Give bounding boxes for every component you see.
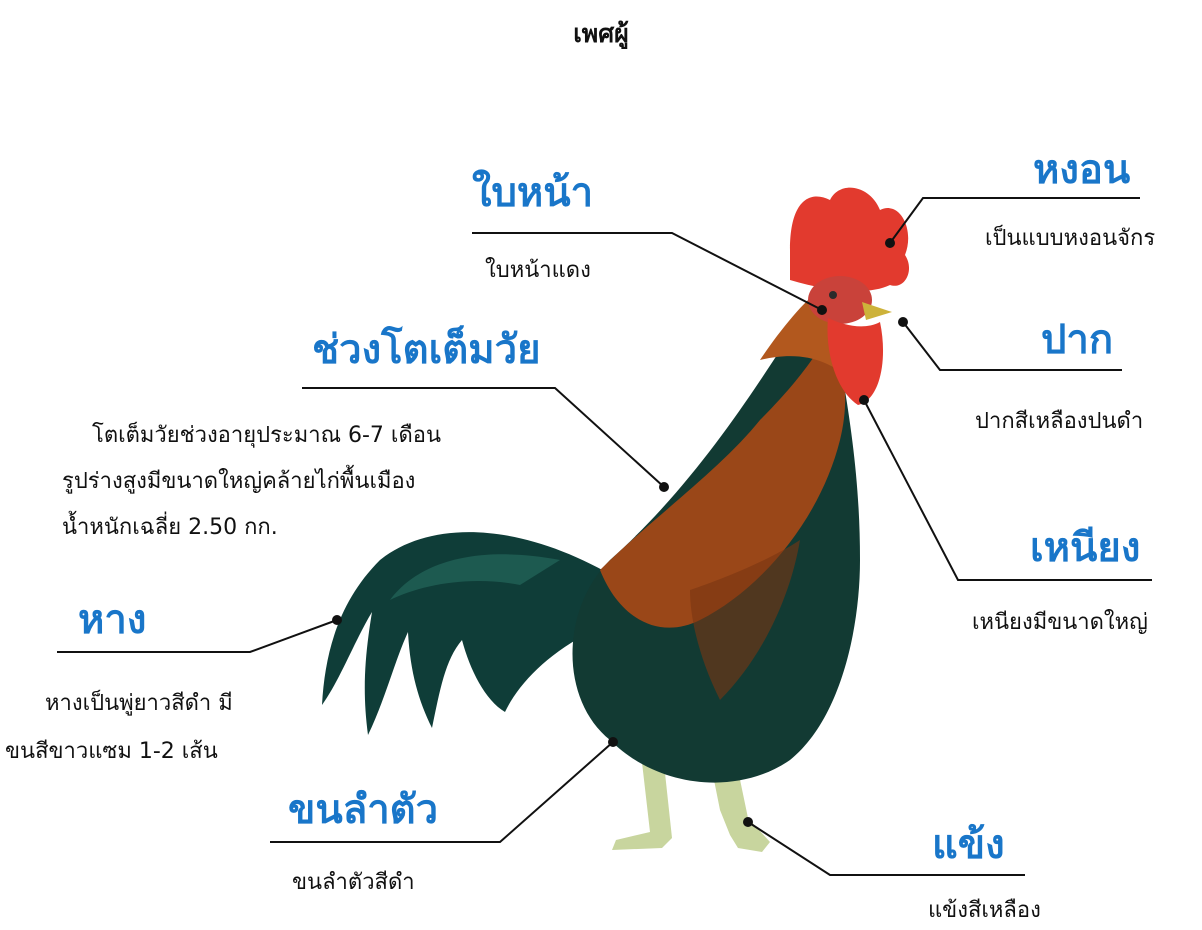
leader-line-tail — [57, 619, 338, 653]
leader-dot-tail — [332, 615, 342, 625]
page-title: เพศผู้ — [573, 19, 629, 48]
rooster-illustration — [322, 187, 910, 852]
leader-dot-body-feathers — [608, 737, 618, 747]
leader-line-beak — [902, 321, 1122, 371]
leader-line-wattle — [863, 399, 1152, 581]
desc-face-line: ใบหน้าแดง — [485, 258, 591, 283]
leader-line-face — [472, 232, 823, 311]
label-tail: หาง — [78, 597, 147, 643]
label-face: ใบหน้า — [472, 170, 594, 216]
rooster-body — [572, 290, 860, 783]
label-maturity: ช่วงโตเต็มวัย — [312, 327, 541, 373]
leader-dot-face — [817, 305, 827, 315]
desc-comb: เป็นแบบหงอนจักร — [985, 222, 1155, 256]
leader-line-body-feathers — [270, 741, 614, 843]
label-body-feathers: ขนลำตัว — [288, 787, 439, 833]
desc-maturity-line-2: รูปร่างสูงมีขนาดใหญ่คล้ายไก่พื้นเมือง — [62, 469, 416, 494]
leader-dot-comb — [885, 238, 895, 248]
label-shank: แข้ง — [932, 822, 1005, 868]
desc-tail-line-1: หางเป็นพู่ยาวสีดำ มี — [45, 691, 233, 716]
desc-wattle: เหนียงมีขนาดใหญ่ — [972, 606, 1148, 640]
rooster-tail — [322, 532, 620, 735]
leader-dot-shank — [743, 817, 753, 827]
desc-beak: ปากสีเหลืองปนดำ — [975, 405, 1143, 439]
desc-shank-line: แข้งสีเหลือง — [928, 898, 1041, 923]
desc-beak-line: ปากสีเหลืองปนดำ — [975, 409, 1144, 434]
desc-face: ใบหน้าแดง — [485, 254, 591, 288]
desc-maturity-line-1: โตเต็มวัยช่วงอายุประมาณ 6-7 เดือน — [92, 423, 441, 448]
desc-tail: หางเป็นพู่ยาวสีดำ มี ขนสีขาวแซม 1-2 เส้น — [5, 680, 233, 776]
leader-line-shank — [747, 821, 1025, 876]
rooster-legs — [612, 745, 770, 852]
desc-body-feathers: ขนลำตัวสีดำ — [292, 866, 415, 900]
leader-line-comb — [889, 197, 1140, 244]
label-comb: หงอน — [1033, 147, 1131, 193]
leader-line-maturity — [302, 387, 665, 488]
desc-maturity-line-3: น้ำหนักเฉลี่ย 2.50 กก. — [62, 515, 278, 540]
desc-maturity: โตเต็มวัยช่วงอายุประมาณ 6-7 เดือน รูปร่า… — [62, 413, 441, 551]
leader-lines — [57, 197, 1152, 876]
leader-dot-beak — [898, 317, 908, 327]
desc-comb-line: เป็นแบบหงอนจักร — [985, 226, 1156, 251]
desc-wattle-line: เหนียงมีขนาดใหญ่ — [972, 610, 1148, 635]
leader-dot-maturity — [659, 482, 669, 492]
label-wattle: เหนียง — [1030, 525, 1141, 571]
label-beak: ปาก — [1041, 317, 1114, 363]
leader-dots — [332, 238, 908, 827]
desc-tail-line-2: ขนสีขาวแซม 1-2 เส้น — [5, 739, 218, 764]
desc-body-feathers-line: ขนลำตัวสีดำ — [292, 870, 415, 895]
desc-shank: แข้งสีเหลือง — [928, 894, 1041, 928]
leader-dot-wattle — [859, 395, 869, 405]
